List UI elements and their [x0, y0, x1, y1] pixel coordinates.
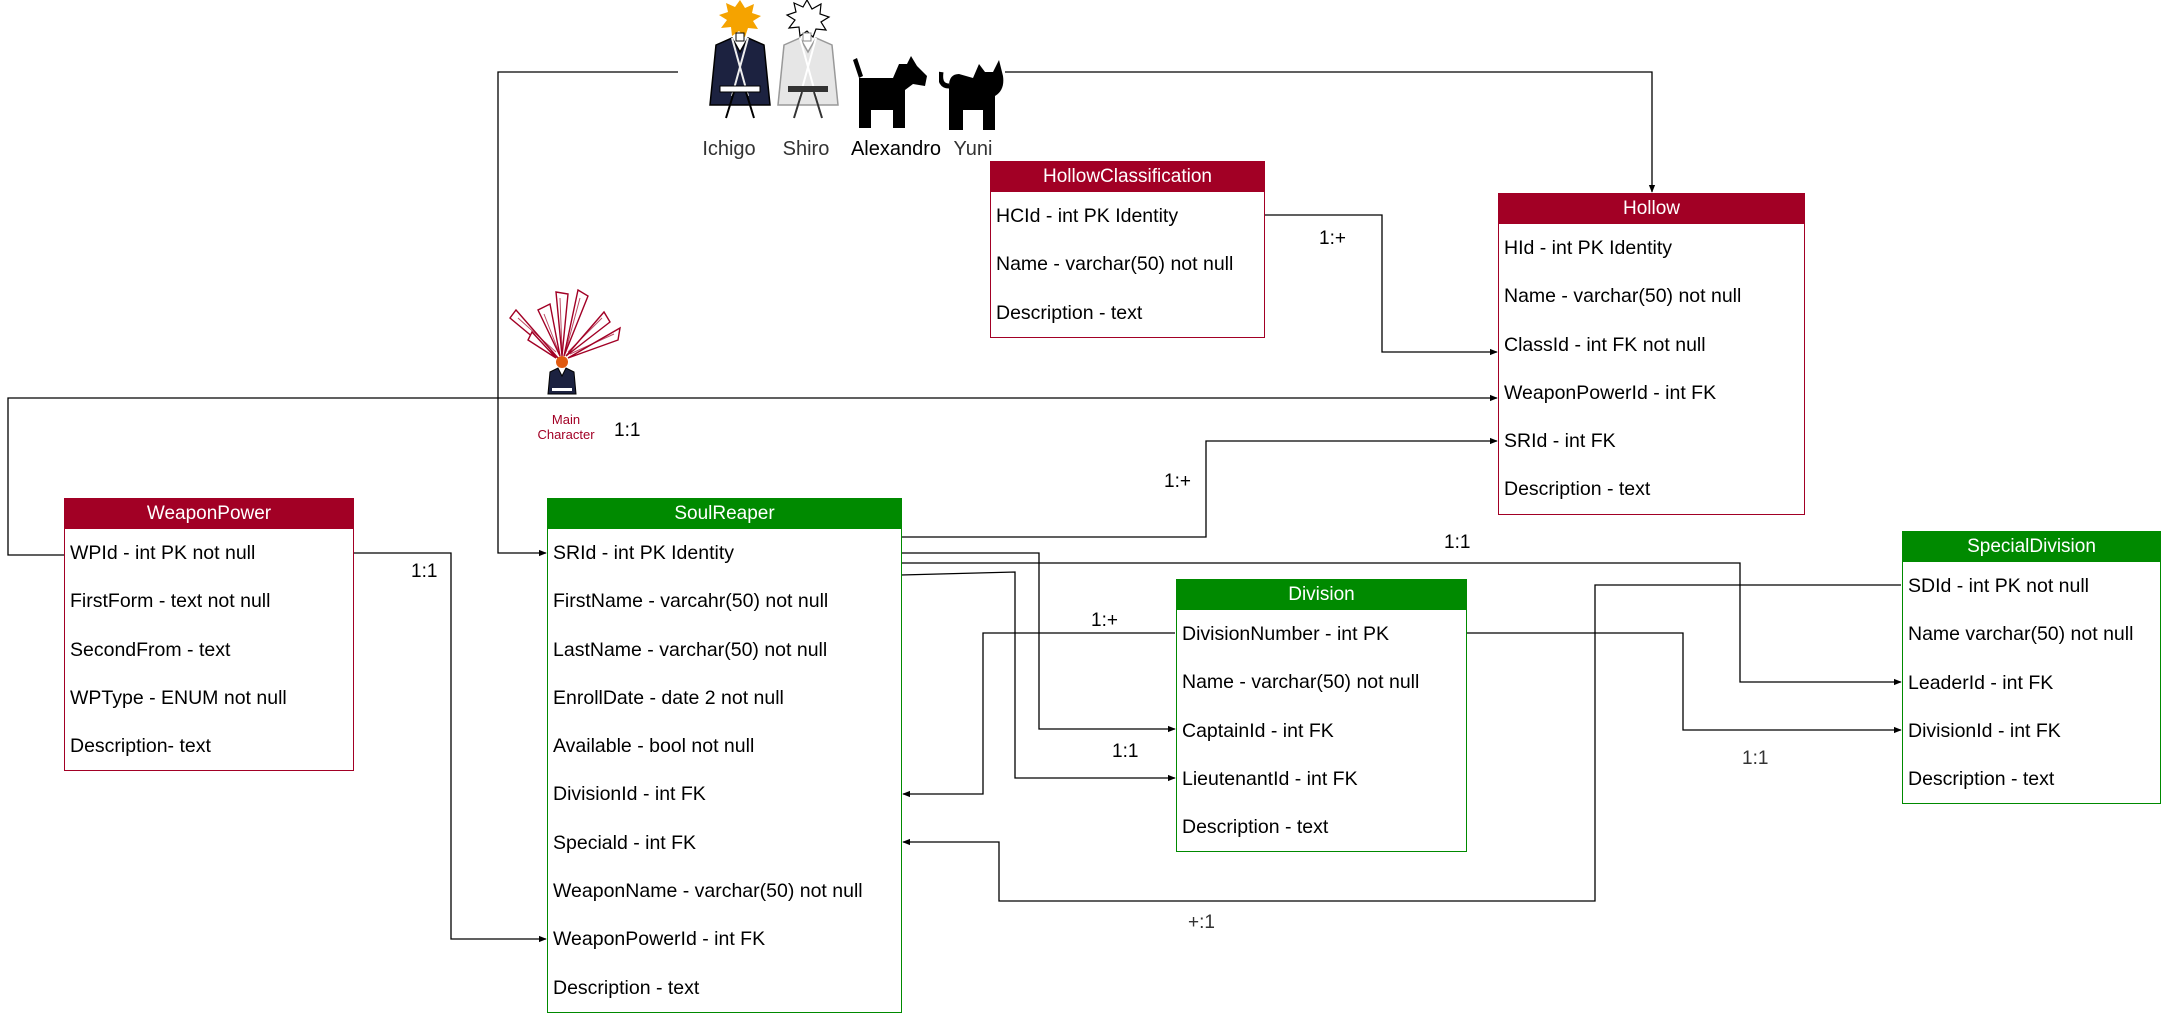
cardinality-main-character: 1:1	[614, 420, 641, 441]
cardinality-soulreaper-special: 1:1	[1444, 532, 1471, 553]
entity-hollowclassification: HollowClassification HCId - int PK Ident…	[990, 161, 1265, 338]
entity-row: DivisionId - int FK	[1908, 719, 2061, 742]
line-characters-to-soulreaper	[497, 71, 678, 557]
entity-row: Description - text	[996, 301, 1143, 324]
entity-row: Description - text	[1504, 478, 1651, 501]
entity-specialdivision-title: SpecialDivision	[1903, 532, 2160, 562]
entity-specialdivision: SpecialDivision SDId - int PK not null N…	[1902, 531, 2161, 805]
cardinality-hc-hollow: 1:+	[1319, 228, 1346, 249]
white-gi-icon	[777, 32, 839, 119]
entity-soulreaper: SoulReaper SRId - int PK Identity FirstN…	[547, 498, 902, 1013]
entity-hollowclassification-rows: HCId - int PK Identity Name - varchar(50…	[991, 192, 1264, 337]
entity-row: HCId - int PK Identity	[996, 205, 1179, 227]
entity-row: WeaponName - varchar(50) not null	[553, 880, 863, 903]
yuni-label: Yuni	[953, 138, 993, 160]
entity-weaponpower: WeaponPower WPId - int PK not null First…	[64, 498, 354, 772]
line-soulreaper-to-lieutenant	[900, 571, 1176, 782]
cardinality-division-soulreaper: 1:+	[1091, 610, 1118, 631]
entity-row: Name - varchar(50) not null	[1504, 285, 1742, 308]
cat-icon	[939, 60, 1004, 130]
entity-row: LastName - varchar(50) not null	[553, 638, 828, 661]
entity-row: LeaderId - int FK	[1908, 671, 2054, 694]
entity-hollow: Hollow HId - int PK Identity Name - varc…	[1498, 193, 1805, 515]
black-gi-icon	[709, 32, 771, 119]
entity-soulreaper-title: SoulReaper	[548, 499, 901, 529]
line-hollowclass-to-hollow	[1265, 214, 1498, 356]
entity-row: SecondFrom - text	[70, 638, 231, 661]
ichigo-label: Ichigo	[702, 138, 756, 160]
entity-row: Description - text	[1182, 816, 1329, 839]
main-character-icon	[509, 288, 621, 395]
entity-row: WeaponPowerId - int FK	[553, 928, 766, 951]
entity-row: HId - int PK Identity	[1504, 237, 1672, 259]
ichigo-icon	[709, 0, 771, 119]
entity-row: SRId - int PK Identity	[553, 542, 734, 564]
sun-head-icon	[719, 0, 761, 37]
entity-division: Division DivisionNumber - int PK Name - …	[1176, 579, 1467, 853]
entity-soulreaper-rows: SRId - int PK Identity FirstName - varca…	[548, 529, 901, 1012]
entity-row: Description - text	[1908, 768, 2055, 791]
entity-row: SDId - int PK not null	[1908, 575, 2090, 597]
entity-hollowclassification-title: HollowClassification	[991, 162, 1264, 192]
shiro-label: Shiro	[782, 138, 830, 160]
entity-row: Description- text	[70, 735, 211, 758]
line-soulreaper-to-hollow	[901, 437, 1498, 538]
entity-row: DivisionId - int FK	[553, 783, 706, 806]
dog-icon	[853, 56, 927, 128]
alexandro-label: Alexandro	[850, 138, 942, 160]
line-weaponpower-to-soulreaper	[353, 552, 547, 943]
cardinality-soulreaper-lieutenant: 1:1	[1112, 741, 1139, 762]
shiro-icon	[777, 0, 839, 119]
entity-specialdivision-rows: SDId - int PK not null Name varchar(50) …	[1903, 562, 2160, 803]
entity-hollow-title: Hollow	[1499, 194, 1804, 224]
entity-row: FirstForm - text not null	[70, 590, 271, 613]
spiky-head-icon	[785, 0, 831, 39]
cardinality-special-soulreaper: +:1	[1188, 912, 1215, 933]
cardinality-division-special: 1:1	[1742, 748, 1769, 769]
entity-row: Name varchar(50) not null	[1908, 623, 2134, 646]
entity-row: Name - varchar(50) not null	[996, 253, 1234, 276]
entity-row: WPId - int PK not null	[70, 542, 256, 564]
cardinality-weaponpower-soulreaper: 1:1	[411, 561, 438, 582]
cardinality-soulreaper-hollow: 1:+	[1164, 471, 1191, 492]
entity-division-title: Division	[1177, 580, 1466, 610]
line-soulreaper-to-captain	[901, 552, 1176, 733]
line-characters-to-hollow	[1005, 71, 1656, 193]
entity-row: LieutenantId - int FK	[1182, 767, 1358, 790]
line-division-to-soulreaper	[902, 632, 1175, 798]
line-soulreaper-to-special-leader	[901, 562, 1902, 686]
entity-row: Available - bool not null	[553, 735, 755, 758]
entity-hollow-rows: HId - int PK Identity Name - varchar(50)…	[1499, 224, 1804, 514]
entity-row: FirstName - varcahr(50) not null	[553, 590, 829, 613]
entity-row: ClassId - int FK not null	[1504, 333, 1706, 356]
line-special-to-soulreaper	[902, 584, 1901, 902]
entity-row: SRId - int FK	[1504, 430, 1616, 453]
entity-weaponpower-rows: WPId - int PK not null FirstForm - text …	[65, 529, 353, 770]
entity-row: Description - text	[553, 976, 700, 999]
line-weaponpower-to-hollow	[7, 394, 1498, 556]
entity-row: WeaponPowerId - int FK	[1504, 381, 1717, 404]
entity-row: DivisionNumber - int PK	[1182, 623, 1389, 645]
line-division-to-special	[1467, 632, 1902, 734]
entity-row: WPType - ENUM not null	[70, 686, 287, 709]
entity-row: Name - varchar(50) not null	[1182, 671, 1420, 694]
entity-row: CaptainId - int FK	[1182, 719, 1334, 742]
entity-row: Speciald - int FK	[553, 831, 697, 854]
entity-row: EnrollDate - date 2 not null	[553, 686, 784, 709]
entity-weaponpower-title: WeaponPower	[65, 499, 353, 529]
entity-division-rows: DivisionNumber - int PK Name - varchar(5…	[1177, 610, 1466, 851]
